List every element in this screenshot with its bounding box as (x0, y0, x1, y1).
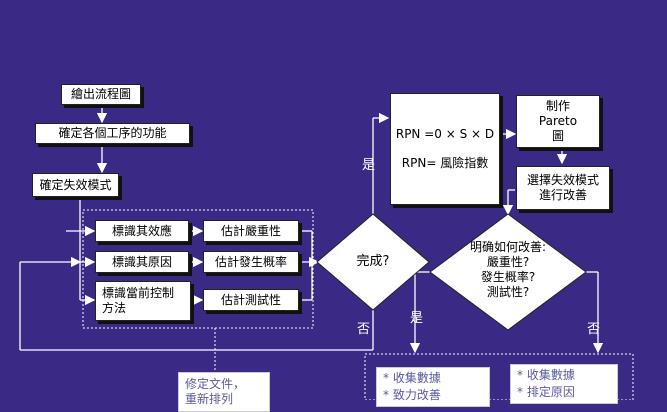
estimate-detection-box: 估計測試性 (203, 289, 299, 311)
collect-data-improve-note: * 收集數據 * 致力改善 (376, 367, 490, 407)
rpn-formula: RPN =0 × S × D (395, 127, 495, 141)
output-flowchart-box: 繪出流程圖 (61, 84, 141, 105)
pareto-box: 制作 Pareto 圖 (516, 95, 600, 148)
collect-data-rank-note: * 收集數據 * 排定原因 (510, 364, 618, 404)
identify-causes-box: 標識其原因 (95, 251, 189, 273)
no-label-bottom: 否 (357, 322, 371, 337)
determine-functions-box: 確定各個工序的功能 (35, 123, 190, 144)
rpn-box: RPN =0 × S × D RPN= 風險指數 (390, 93, 500, 205)
determine-failure-modes-box: 確定失效模式 (32, 173, 119, 197)
select-failure-modes-box: 選擇失效模式 進行改善 (516, 166, 610, 210)
rpn-definition: RPN= 風險指數 (401, 156, 489, 170)
decision-improve-text: 明确如何改善: 嚴重性? 發生概率? 測試性? (469, 240, 547, 299)
revise-document-note: 修定文件， 重新排列 (178, 372, 270, 412)
no-label-right: 否 (587, 322, 601, 337)
decision-improve-diamond (429, 213, 587, 331)
decision-complete-text: 完成? (356, 254, 390, 269)
estimate-severity-box: 估計嚴重性 (203, 220, 299, 242)
estimate-occurrence-box: 估計發生概率 (203, 251, 299, 273)
identify-controls-box: 標識當前控制 方法 (95, 281, 191, 321)
yes-label-top: 是 (362, 158, 376, 173)
decision-complete-diamond (316, 213, 430, 311)
yes-label-mid: 是 (410, 311, 424, 326)
identify-effects-box: 標識其效應 (95, 220, 189, 242)
connector-lines (19, 105, 634, 400)
